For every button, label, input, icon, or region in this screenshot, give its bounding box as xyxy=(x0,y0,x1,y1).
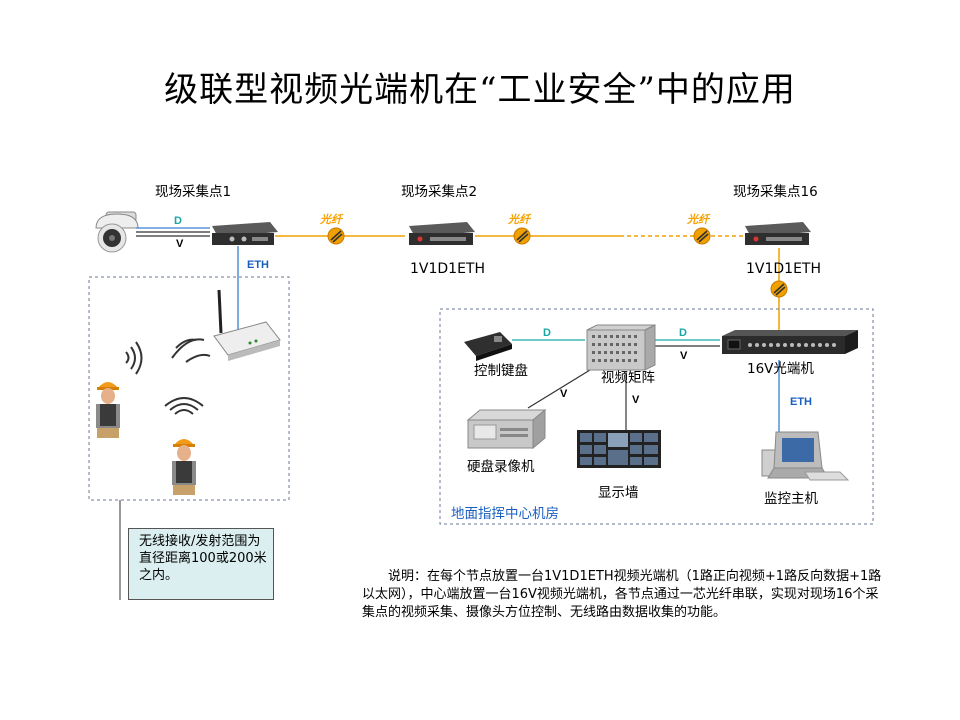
matrix-label: 视频矩阵 xyxy=(601,370,655,386)
optical-transceiver-icon xyxy=(212,222,278,245)
video-matrix-icon xyxy=(586,324,656,371)
optical-transceiver-icon xyxy=(745,222,811,245)
dvr-icon xyxy=(466,408,547,450)
site-16-label: 现场采集点16 xyxy=(733,184,818,200)
wireless-router-icon xyxy=(213,289,281,361)
worker-icon xyxy=(96,382,120,438)
data-tag: D xyxy=(174,215,182,227)
keyboard-label: 控制键盘 xyxy=(474,363,528,379)
wifi-signal-icon xyxy=(171,338,211,363)
data-tag: D xyxy=(679,327,687,339)
fiber-label: 光纤 xyxy=(320,213,342,226)
site-2-label: 现场采集点2 xyxy=(401,184,478,200)
ptz-camera-icon xyxy=(95,211,139,253)
wireless-area-box xyxy=(88,276,290,501)
eth-tag: ETH xyxy=(790,396,812,408)
video-tag: V xyxy=(560,388,568,400)
fiber-connector-icon xyxy=(693,227,711,245)
site-2-model-label: 1V1D1ETH xyxy=(410,261,486,277)
eth-tag: ETH xyxy=(247,259,269,271)
videowall-label: 显示墙 xyxy=(598,485,639,501)
description-body: 说明：在每个节点放置一台1V1D1ETH视频光端机（1路正向视频+1路反向数据+… xyxy=(362,569,882,620)
control-keyboard-icon xyxy=(464,332,512,361)
fiber-label: 光纤 xyxy=(508,213,530,226)
fiber-chain xyxy=(275,235,780,332)
page-title: 级联型视频光端机在“工业安全”中的应用 xyxy=(164,70,796,110)
site-16-model-label: 1V1D1ETH xyxy=(746,261,822,277)
fiber-connector-icon xyxy=(770,280,788,298)
wifi-signal-icon xyxy=(164,397,204,415)
data-tag: D xyxy=(543,327,551,339)
site-1-label: 现场采集点1 xyxy=(155,184,232,200)
host-label: 监控主机 xyxy=(764,491,818,507)
wireless-note: 无线接收/发射范围为直径距离100或200米之内。 xyxy=(128,528,274,600)
description-text: 说明：在每个节点放置一台1V1D1ETH视频光端机（1路正向视频+1路反向数据+… xyxy=(362,568,882,622)
worker-icon xyxy=(172,439,196,495)
fiber-connector-icon xyxy=(513,227,531,245)
16v-optical-receiver-icon xyxy=(722,330,858,354)
video-wall-icon xyxy=(577,430,661,468)
video-tag: V xyxy=(632,394,640,406)
fiber-label: 光纤 xyxy=(687,213,709,226)
fiber-connector-icon xyxy=(327,227,345,245)
dvr-label: 硬盘录像机 xyxy=(467,459,535,475)
center-room-label: 地面指挥中心机房 xyxy=(451,506,559,522)
receiver-label: 16V光端机 xyxy=(747,361,814,377)
monitoring-host-icon xyxy=(761,431,850,481)
video-tag: V xyxy=(176,238,184,250)
optical-transceiver-icon xyxy=(409,222,475,245)
center-room-box xyxy=(439,308,874,525)
video-tag: V xyxy=(680,350,688,362)
wifi-signal-icon xyxy=(125,341,143,375)
